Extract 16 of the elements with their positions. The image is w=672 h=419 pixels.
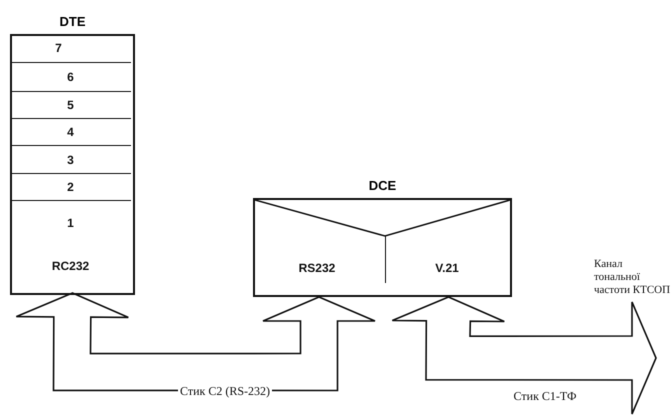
layer-label: RS232 [298,261,336,275]
edge-label: Стик C2 (RS-232) [178,384,272,399]
box-heading: DCE [368,178,396,194]
layer-label: 1 [67,216,74,230]
box-heading: DTE [60,14,86,30]
layer-label: 4 [67,125,74,139]
layer-label: V.21 [435,261,459,275]
layer-label: 2 [67,180,74,194]
hollow-double-arrow [16,292,376,392]
hollow-double-arrow [392,296,657,415]
layer-label: 5 [67,98,74,112]
layer-label: 6 [67,70,74,84]
layer-label: 7 [55,41,62,55]
channel-note: Канал тональної частоти КТСОП [594,258,671,297]
layer-label: 3 [67,152,74,166]
layer-label: RC232 [52,258,90,272]
